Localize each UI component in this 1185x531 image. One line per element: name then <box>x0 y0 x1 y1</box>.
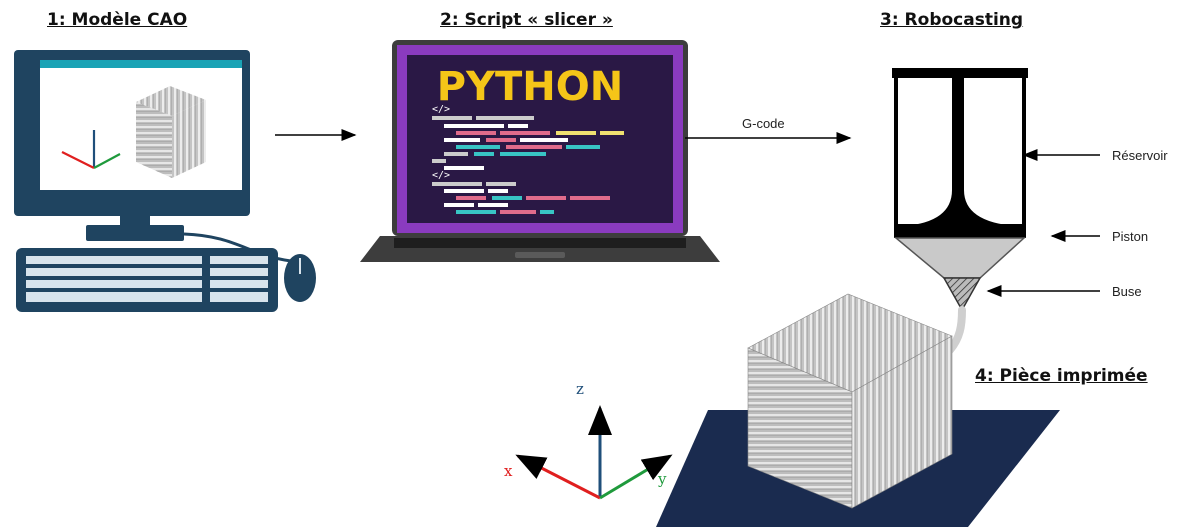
x-axis <box>515 454 601 500</box>
step-title-robocasting: 3: Robocasting <box>880 10 1024 30</box>
desktop-computer-illustration <box>14 50 316 312</box>
gcode-label: G-code <box>742 116 785 131</box>
code-lines <box>432 116 624 214</box>
code-tag-1: </> <box>432 104 450 115</box>
monitor-screen-bar <box>40 60 242 68</box>
mouse-cable <box>183 232 301 264</box>
step-title-printed: 4: Pièce imprimée <box>975 366 1148 386</box>
piston <box>896 224 1024 238</box>
x-axis-label: x <box>504 462 513 480</box>
cone <box>893 237 1026 279</box>
y-axis-label: y <box>658 470 667 488</box>
mouse <box>284 254 316 302</box>
step-title-cad: 1: Modèle CAO <box>47 10 188 30</box>
plunger-rod <box>952 76 964 206</box>
printed-lattice-cube <box>747 293 953 509</box>
keyboard-keys <box>26 256 268 302</box>
screen-axes <box>61 130 121 169</box>
laptop-keyboard <box>394 238 686 248</box>
z-axis-label: z <box>576 380 584 398</box>
printer-head-illustration <box>892 68 1028 312</box>
nozzle-label: Buse <box>1112 284 1142 299</box>
python-wordmark: PYTHON <box>437 64 624 110</box>
code-tag-2: </> <box>432 170 450 181</box>
laptop-trackpad <box>515 252 565 258</box>
xyz-axes <box>515 405 673 500</box>
plunger-flare <box>904 190 1016 226</box>
reservoir-label: Réservoir <box>1112 148 1168 163</box>
plunger-top <box>892 68 1028 78</box>
piston-label: Piston <box>1112 229 1149 244</box>
nozzle <box>942 277 982 312</box>
y-axis <box>599 454 673 500</box>
screen-lattice-cube <box>136 86 206 178</box>
step-title-slicer: 2: Script « slicer » <box>440 10 613 30</box>
laptop-illustration <box>360 40 720 262</box>
monitor-neck <box>120 214 150 226</box>
monitor-base <box>86 225 184 241</box>
